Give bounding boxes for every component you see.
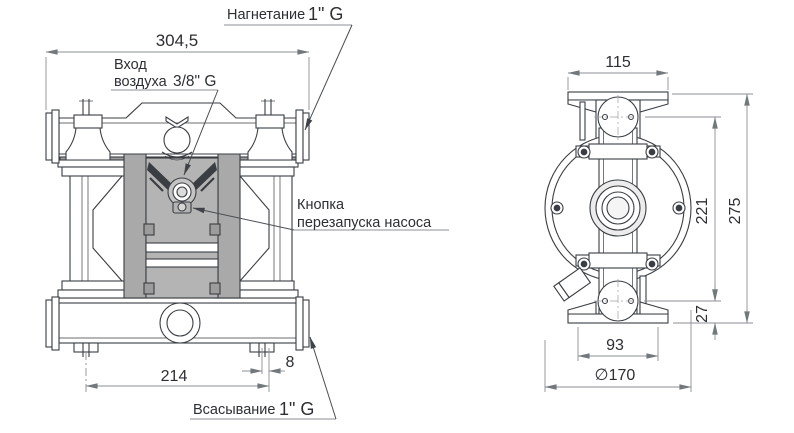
right-column xyxy=(217,151,241,299)
exhaust-fitting xyxy=(553,267,592,302)
side-view-dimensions xyxy=(544,70,753,392)
dim-ports-distance: 221 xyxy=(694,198,711,225)
label-restart-line2: перезапуска насоса xyxy=(297,215,432,231)
label-air-inlet-line1: Вход xyxy=(114,57,147,73)
label-suction-name: Всасывание xyxy=(193,402,275,418)
dim-overall-width: 304,5 xyxy=(156,31,199,50)
front-view-leaders xyxy=(183,24,353,420)
label-air-inlet-size: 3/8" G xyxy=(173,73,216,90)
label-discharge-size: 1" G xyxy=(308,4,343,24)
dim-feet-span: 93 xyxy=(606,337,624,354)
dim-flange-width: 115 xyxy=(605,54,631,71)
label-air-inlet-line2: воздуха xyxy=(114,74,168,90)
restart-leader xyxy=(192,207,295,231)
label-restart-line1: Кнопка xyxy=(297,197,345,213)
dim-overall-height: 275 xyxy=(727,198,744,225)
suction-flange-right xyxy=(302,299,310,348)
suction-leader xyxy=(309,336,337,420)
suction-manifold xyxy=(45,296,310,357)
label-suction-size: 1" G xyxy=(279,399,314,419)
air-inlet-port xyxy=(161,115,193,161)
suction-flange-left xyxy=(45,299,53,348)
pump-front-view xyxy=(45,99,310,357)
left-leg xyxy=(69,175,124,282)
right-leg xyxy=(238,175,293,282)
bottom-port xyxy=(594,279,642,323)
dim-port-span: 214 xyxy=(161,368,188,385)
left-column xyxy=(123,151,147,299)
top-port xyxy=(594,95,642,141)
front-view-dimensions xyxy=(45,24,449,420)
dim-housing-diameter: ∅170 xyxy=(595,367,636,384)
discharge-flange-right xyxy=(302,112,310,161)
discharge-flange-left xyxy=(45,112,53,161)
label-discharge-name: Нагнетание xyxy=(227,7,305,23)
dim-stud-offset: 8 xyxy=(286,354,295,371)
air-inlet-leader xyxy=(183,89,219,176)
restart-button-knob xyxy=(167,177,197,214)
pump-side-view xyxy=(544,91,692,324)
flange-bolts xyxy=(550,145,686,271)
discharge-leader xyxy=(304,24,353,131)
dim-port-to-foot: 27 xyxy=(694,305,711,323)
